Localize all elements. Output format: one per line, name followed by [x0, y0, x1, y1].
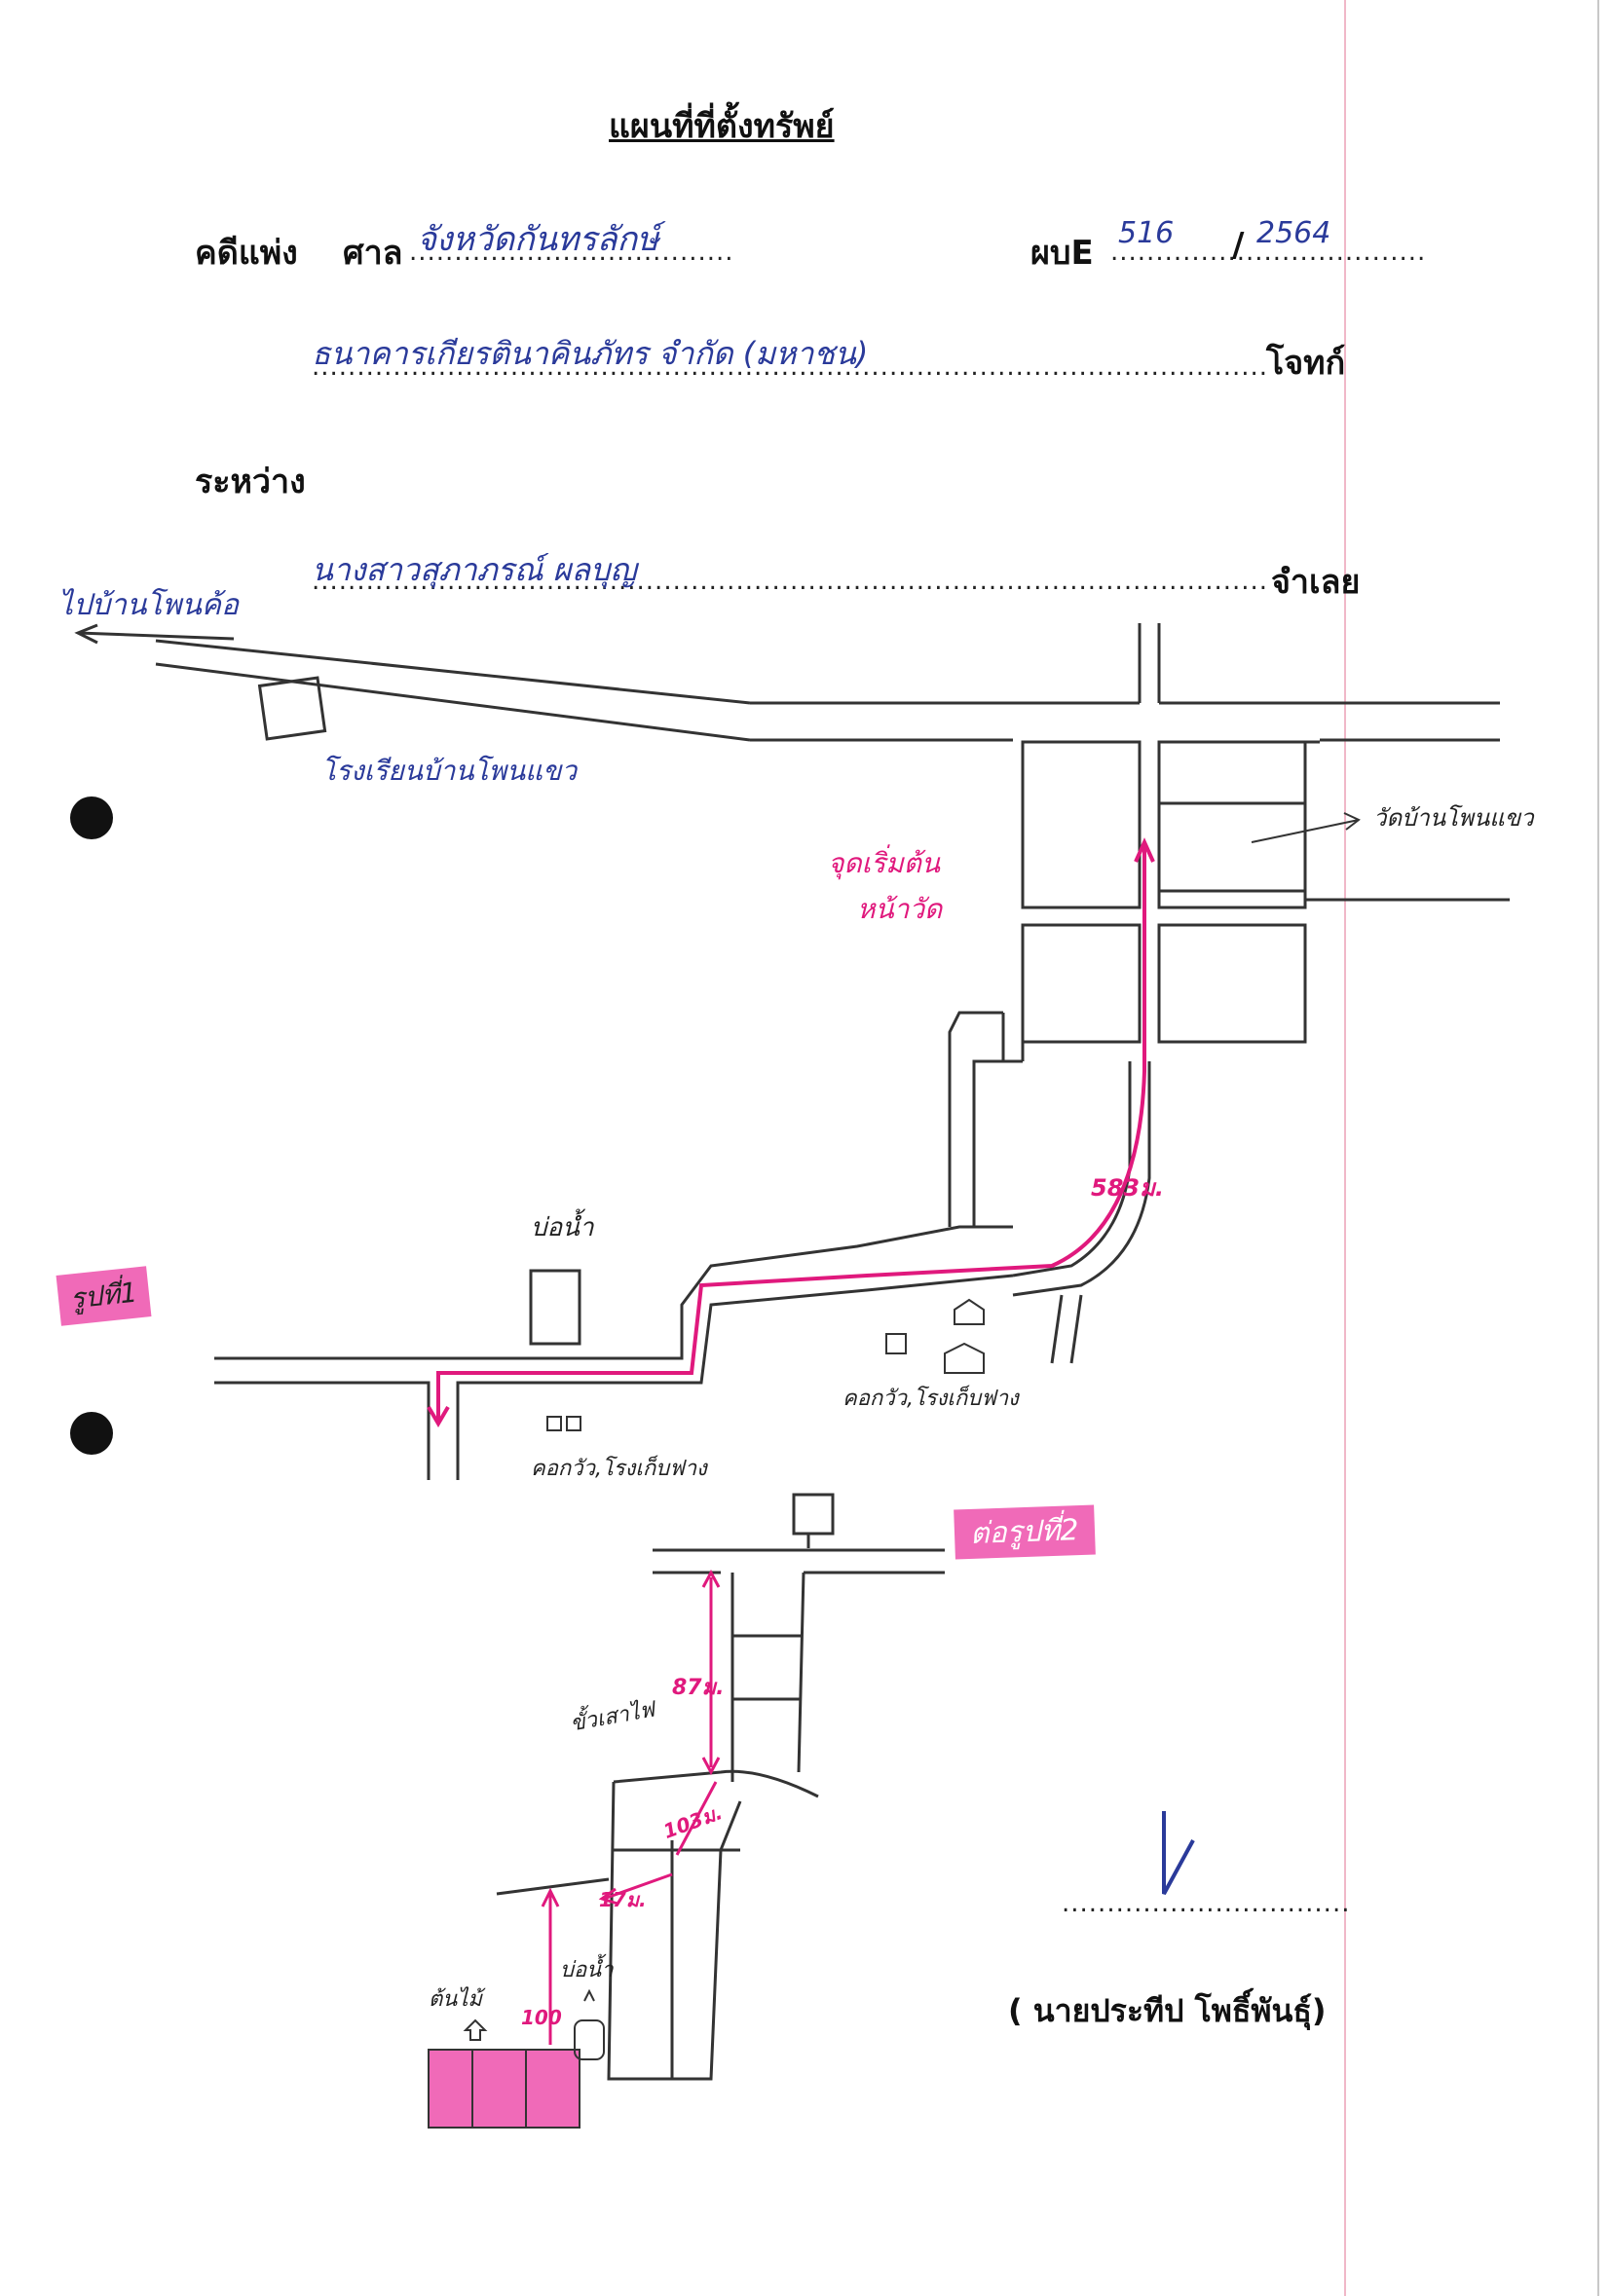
court-label: ศาล: [343, 234, 403, 273]
case-label: คดีแพ่ง: [195, 234, 298, 273]
label-figure-1: รูปที่1: [56, 1266, 152, 1326]
houses-cluster-right: [885, 1298, 985, 1374]
well-top: [529, 1269, 581, 1346]
label-house-right: คอกวัว,โรงเก็บฟาง: [842, 1387, 1019, 1411]
plot-highlight: [428, 2049, 580, 2129]
punch-hole-bottom: [70, 1412, 113, 1455]
temple-pointer: [1251, 812, 1361, 843]
signature-mark: [1162, 1811, 1195, 1895]
label-temple: วัดบ้านโพนแขว: [1373, 804, 1534, 832]
between-label: ระหว่าง: [195, 463, 306, 501]
label-dist-vertical: 87ม.: [672, 1676, 725, 1700]
signature-dots: ................................: [1062, 1889, 1351, 1918]
plaintiff-value: ธนาคารเกียรตินาคินภัทร จำกัด (มหาชน): [312, 335, 869, 372]
label-well-bottom: บ่อน้ำ: [560, 1958, 614, 1982]
well-bottom: [574, 2019, 605, 2060]
signature-name: ( นายประทีป โพธิ์พันธุ์): [1008, 1992, 1327, 2029]
label-dist-left: 100: [521, 2006, 562, 2029]
label-start-point-2: หน้าวัด: [857, 893, 943, 925]
lower-roads: [496, 1493, 945, 2081]
punch-hole-top: [70, 796, 113, 839]
case-no-dots: ...................................: [1110, 238, 1427, 267]
road-lines: [155, 623, 1510, 902]
label-school: โรงเรียนบ้านโพนแขว: [321, 755, 578, 787]
temple-blocks: [1021, 740, 1320, 1044]
case-year-value: 2564: [1256, 216, 1331, 250]
label-start-point: จุดเริ่มต้น: [828, 847, 940, 879]
label-distance-main: 583ม.: [1091, 1174, 1165, 1202]
court-dots: ....................................: [409, 238, 734, 267]
case-no-label: ผบE: [1030, 234, 1094, 273]
court-value: จังหวัดกันทรลักษ์: [417, 220, 659, 259]
page-title: แผนที่ที่ตั้งทรัพย์: [609, 107, 835, 146]
plaintiff-label: โจทก์: [1266, 344, 1346, 383]
label-well-top: บ่อน้ำ: [531, 1213, 594, 1242]
winding-road: [214, 1011, 1151, 1480]
label-to-village: ไปบ้านโพนค้อ: [58, 588, 240, 622]
arrow-to-village: [74, 623, 235, 645]
label-tree: ต้นไม้: [429, 1987, 482, 2012]
plaintiff-dots: ........................................…: [312, 352, 1269, 382]
defendant-dots: ........................................…: [312, 567, 1269, 596]
route-line: [427, 837, 1155, 1427]
label-continue-note: ต่อรูปที่2: [954, 1504, 1096, 1560]
houses-cluster-left: [546, 1416, 581, 1431]
distance-arrows: [541, 1569, 721, 2045]
case-no-sep: /: [1232, 226, 1245, 265]
school-building: [257, 676, 327, 741]
case-no-value: 516: [1118, 216, 1175, 250]
tree-icon: [463, 2018, 488, 2041]
defendant-label: จำเลย: [1271, 563, 1361, 602]
label-house-left: คอกวัว,โรงเก็บฟาง: [531, 1457, 707, 1481]
label-dist-cross: 17ม.: [599, 1888, 647, 1911]
well-bottom-arrow: [583, 1988, 595, 2002]
defendant-value: นางสาวสุภาภรณ์ ผลบุญ: [312, 551, 637, 588]
page-edge-right: [1344, 0, 1346, 2296]
page-edge-far-right: [1597, 0, 1599, 2296]
